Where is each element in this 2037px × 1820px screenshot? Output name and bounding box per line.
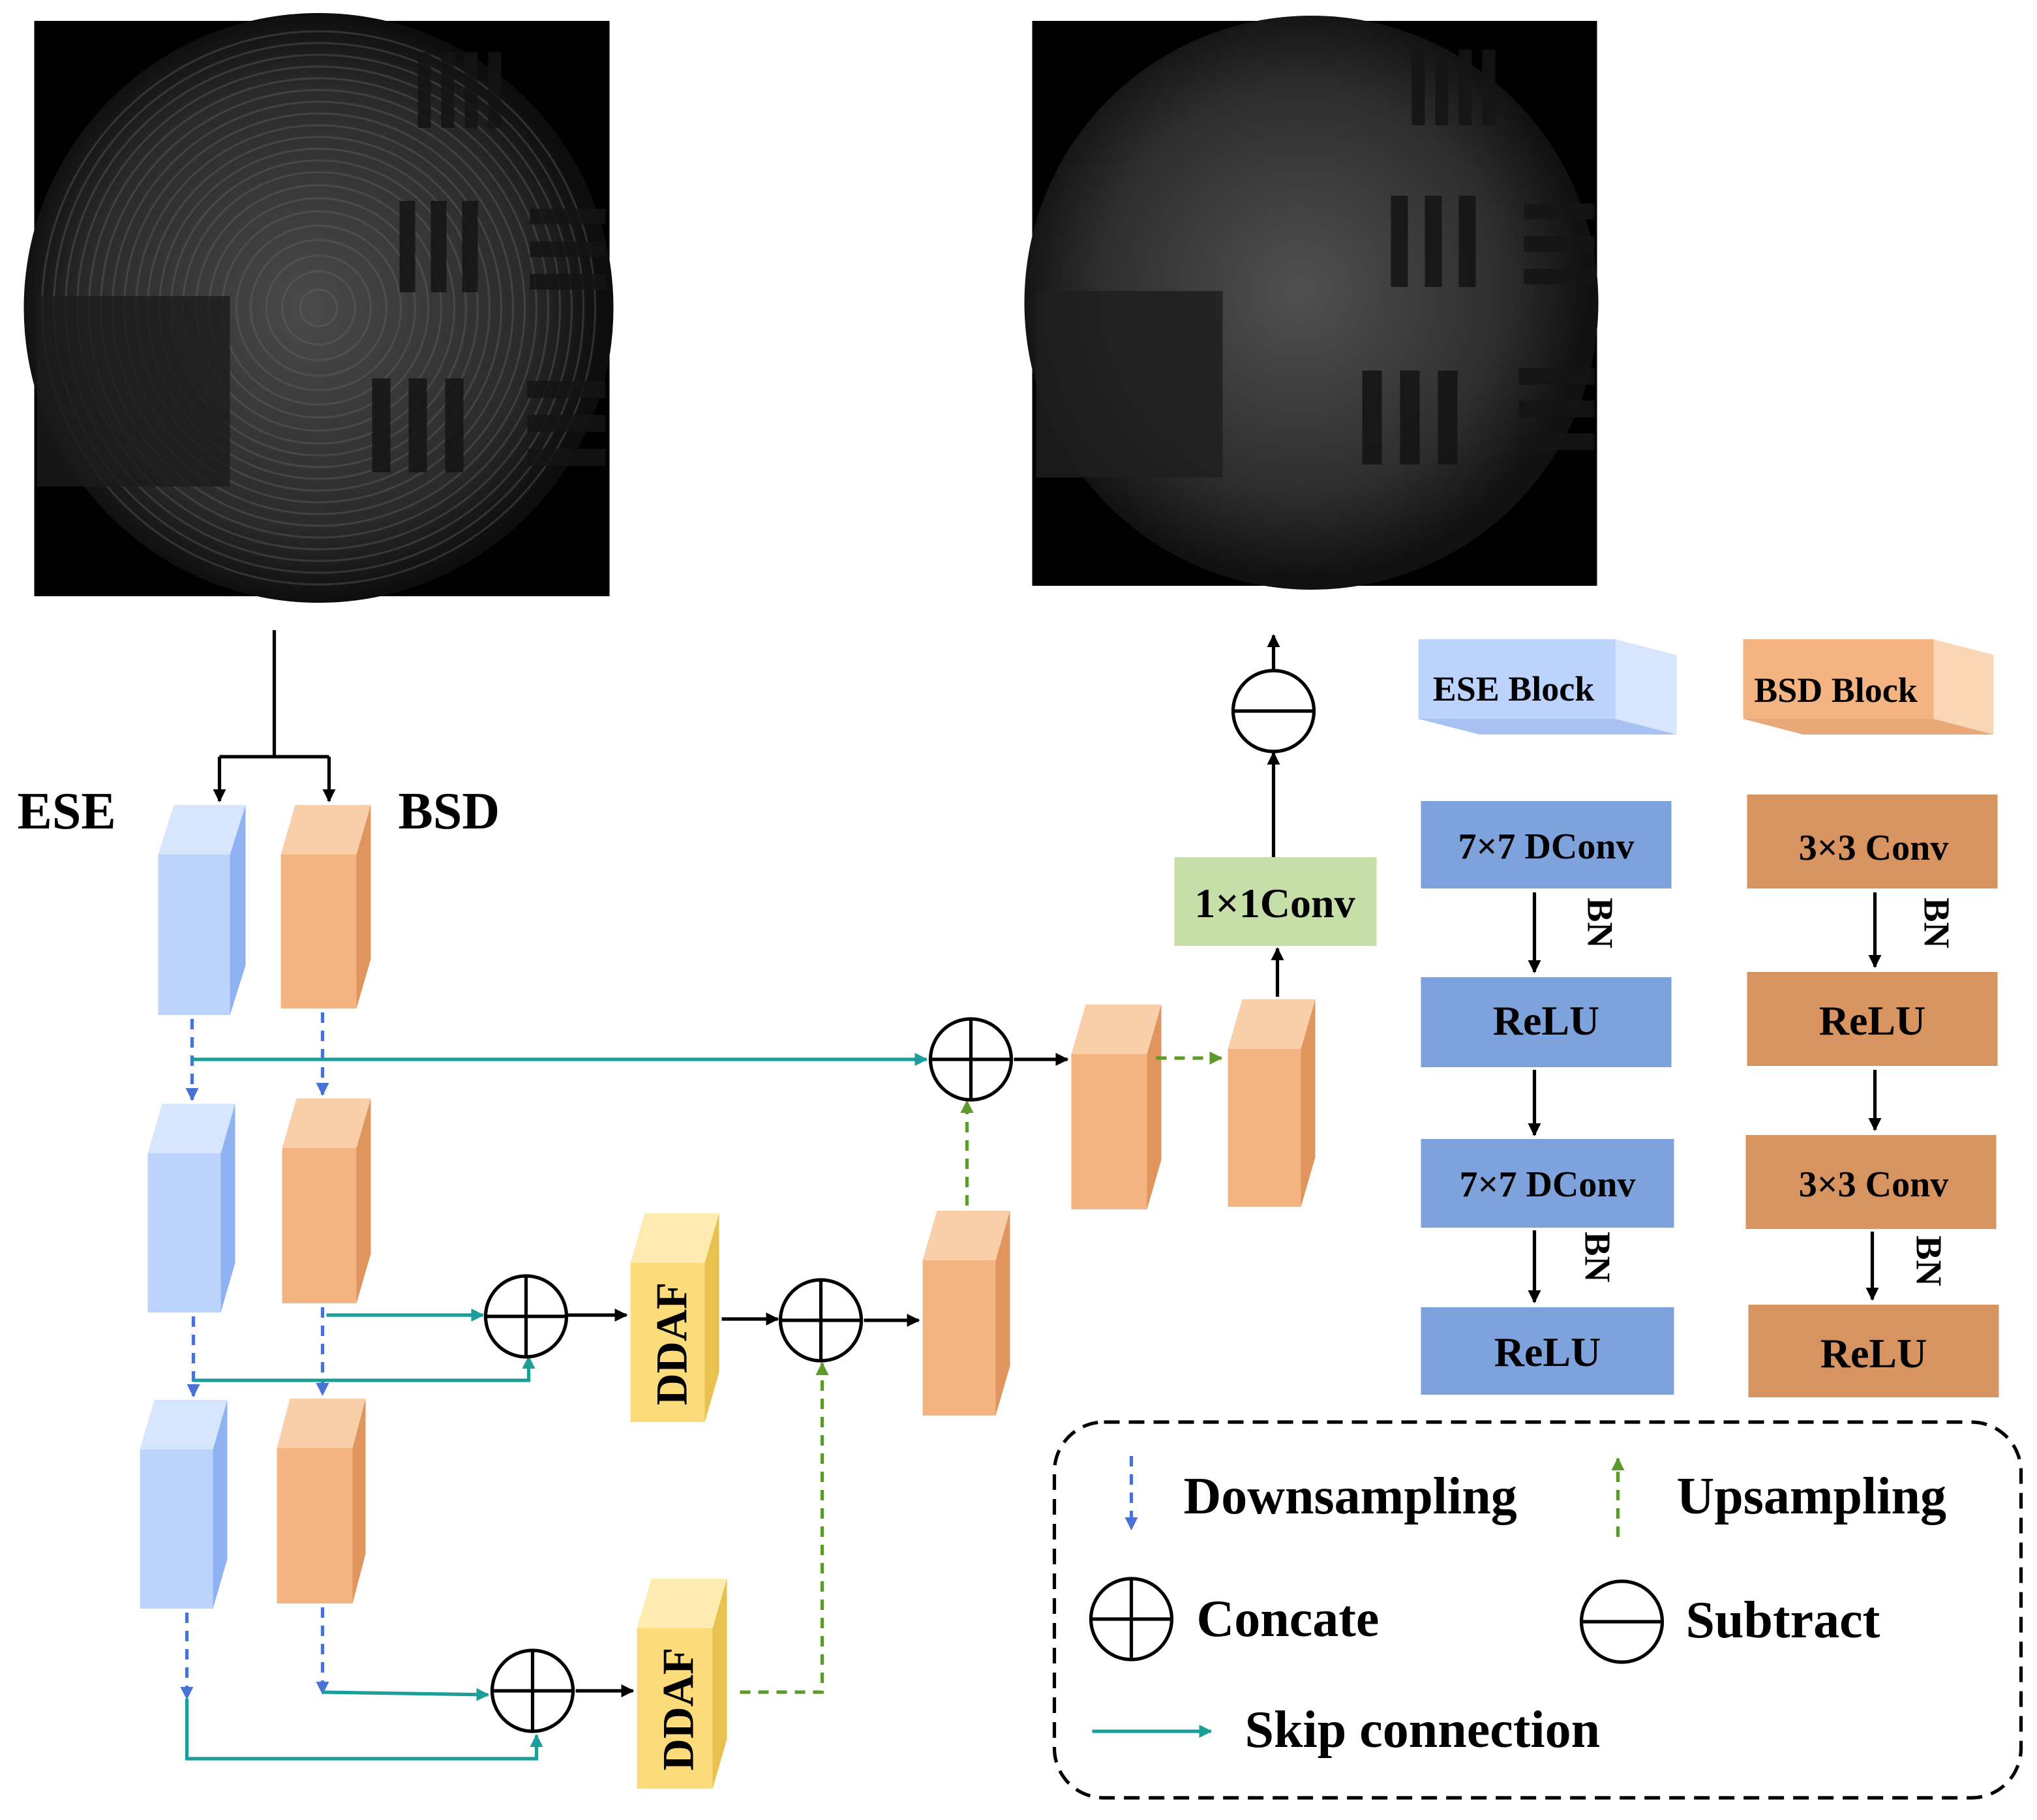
bsd-bn-label-2: BN xyxy=(1909,1236,1949,1286)
ese-step-3: 7×7 DConv xyxy=(1460,1164,1636,1205)
bsd-block-level-3 xyxy=(277,1399,366,1603)
legend-concate: Concate xyxy=(1197,1590,1380,1648)
conv-1x1-label: 1×1Conv xyxy=(1194,880,1355,926)
concat-node-mid-2 xyxy=(778,1278,864,1363)
bsd-label: BSD xyxy=(399,783,500,840)
subtract-legend-icon xyxy=(1579,1579,1665,1664)
ese-step-box-3 xyxy=(1421,1139,1674,1228)
ese-block-legend: ESE Block xyxy=(1418,639,1677,735)
decoder-block-top-2 xyxy=(1228,999,1316,1207)
ese-block-title: ESE Block xyxy=(1433,669,1595,708)
conv-1x1-box xyxy=(1174,857,1377,946)
legend-upsampling: Upsampling xyxy=(1677,1468,1946,1525)
skip-connections xyxy=(185,1053,928,1761)
bsd-step-box-1 xyxy=(1747,795,1998,888)
bsd-step-box-3 xyxy=(1745,1135,1997,1229)
bsd-step-4: ReLU xyxy=(1820,1330,1927,1376)
flow-arrows xyxy=(567,634,1284,1697)
legend-skip-connection: Skip connection xyxy=(1245,1701,1601,1759)
ddaf-label-2: DDAF xyxy=(654,1648,703,1771)
ese-block-level-3 xyxy=(140,1400,228,1609)
decoder-block-top-1 xyxy=(1071,1005,1162,1209)
ddaf-label-1: DDAF xyxy=(647,1282,697,1406)
ddaf-block-1: DDAF xyxy=(630,1213,719,1422)
ese-step-1: 7×7 DConv xyxy=(1458,827,1635,867)
ese-step-2: ReLU xyxy=(1493,997,1600,1044)
input-split-arrows xyxy=(213,630,336,802)
concat-node-mid-1 xyxy=(483,1274,569,1359)
legend-box: Downsampling Upsampling Concate Subtract… xyxy=(1052,1420,2023,1800)
output-image xyxy=(1024,16,1599,590)
legend-subtract: Subtract xyxy=(1686,1592,1880,1649)
ese-bn-label-2: BN xyxy=(1577,1232,1618,1282)
legend-downsampling: Downsampling xyxy=(1184,1468,1517,1525)
ese-bn-label-1: BN xyxy=(1580,898,1620,948)
decoder-block-mid xyxy=(922,1211,1010,1416)
upsampling-arrows xyxy=(740,1052,1223,1694)
bsd-block-level-1 xyxy=(280,805,371,1009)
concat-node-bottom xyxy=(490,1648,575,1733)
ese-step-box-4 xyxy=(1421,1307,1674,1395)
ese-step-box-2 xyxy=(1421,977,1672,1067)
bsd-step-1: 3×3 Conv xyxy=(1799,828,1949,868)
bsd-step-3: 3×3 Conv xyxy=(1799,1164,1949,1205)
bsd-step-2: ReLU xyxy=(1819,997,1926,1044)
ese-steps: 7×7 DConv ReLU 7×7 DConv ReLU BN BN xyxy=(1421,801,1674,1395)
bsd-step-box-4 xyxy=(1748,1305,1999,1397)
ese-step-4: ReLU xyxy=(1494,1329,1601,1375)
bsd-bn-label-1: BN xyxy=(1916,898,1957,948)
input-image xyxy=(23,13,614,603)
bsd-steps: 3×3 Conv ReLU 3×3 Conv ReLU BN BN xyxy=(1745,795,1999,1397)
concat-node-top xyxy=(928,1017,1014,1102)
subtract-node xyxy=(1231,669,1316,753)
bsd-step-box-2 xyxy=(1747,972,1998,1066)
bsd-block-legend: BSD Block xyxy=(1743,639,1994,735)
ese-step-box-1 xyxy=(1421,801,1672,888)
ese-block-level-1 xyxy=(158,805,246,1015)
ese-label: ESE xyxy=(18,783,116,840)
concate-legend-icon xyxy=(1089,1577,1174,1661)
ddaf-block-2: DDAF xyxy=(637,1579,727,1789)
bsd-block-title: BSD Block xyxy=(1754,671,1918,710)
ese-block-level-2 xyxy=(147,1104,235,1312)
bsd-block-level-2 xyxy=(282,1099,371,1303)
